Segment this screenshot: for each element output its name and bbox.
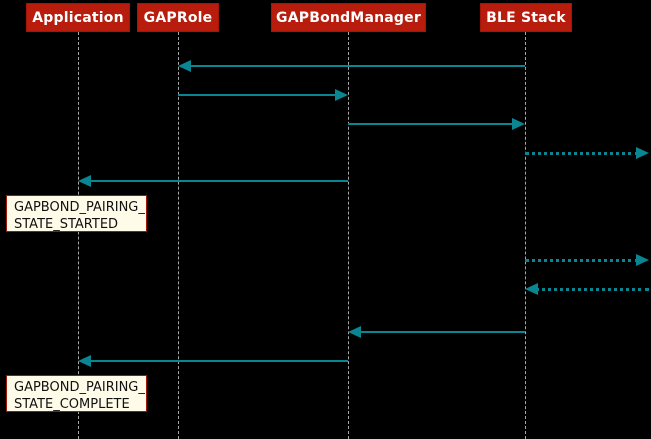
participant-label: Application <box>32 9 124 26</box>
lifeline-gapbondmanager <box>348 32 349 439</box>
message-line-m5 <box>88 180 348 182</box>
participant-box-gaprole[interactable]: GAPRole <box>137 3 219 32</box>
participant-box-blestack[interactable]: BLE Stack <box>480 3 572 32</box>
message-line-m8 <box>358 331 525 333</box>
message-line-m9 <box>88 360 348 362</box>
message-line-m4 <box>525 152 639 155</box>
note-note-pairing-complete: GAPBOND_PAIRING_ STATE_COMPLETE <box>6 375 147 412</box>
message-line-m7 <box>535 288 649 291</box>
message-line-m3 <box>348 123 515 125</box>
message-arrowhead-m6 <box>636 254 649 266</box>
message-arrowhead-m1 <box>178 60 191 72</box>
participant-label: BLE Stack <box>486 9 566 26</box>
message-arrowhead-m2 <box>335 89 348 101</box>
message-line-m1 <box>188 65 525 67</box>
note-note-pairing-started: GAPBOND_PAIRING_ STATE_STARTED <box>6 195 147 232</box>
participant-box-application[interactable]: Application <box>26 3 130 32</box>
message-arrowhead-m9 <box>78 355 91 367</box>
participant-label: GAPRole <box>143 9 213 26</box>
message-arrowhead-m5 <box>78 175 91 187</box>
message-arrowhead-m4 <box>636 147 649 159</box>
message-arrowhead-m7 <box>525 283 538 295</box>
participant-label: GAPBondManager <box>276 9 421 26</box>
lifeline-application <box>78 32 79 439</box>
lifeline-gaprole <box>178 32 179 439</box>
message-line-m6 <box>525 259 639 262</box>
message-arrowhead-m8 <box>348 326 361 338</box>
message-line-m2 <box>178 94 338 96</box>
message-arrowhead-m3 <box>512 118 525 130</box>
participant-box-gapbondmanager[interactable]: GAPBondManager <box>271 3 426 32</box>
lifeline-blestack <box>525 32 526 439</box>
